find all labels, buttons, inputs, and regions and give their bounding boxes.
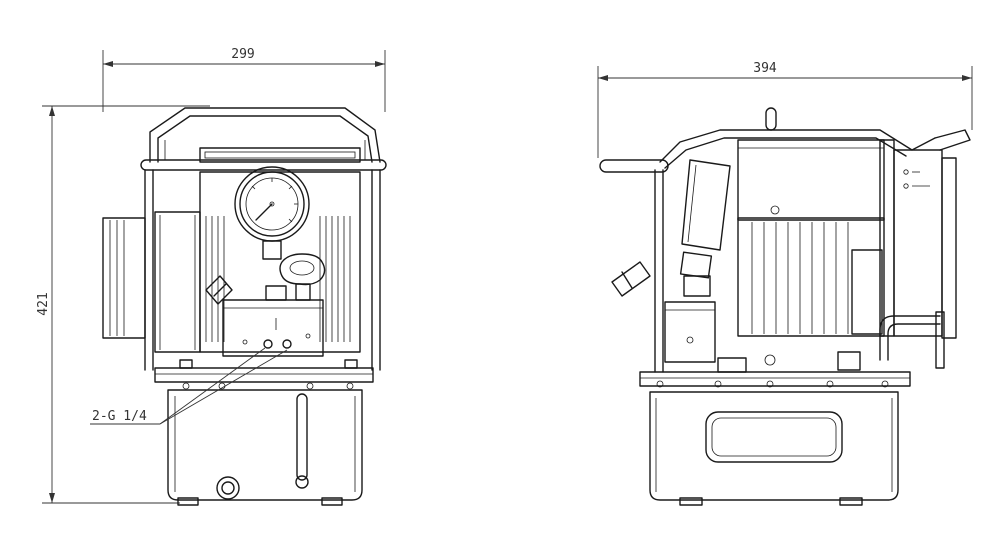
dimension-width-side: 394 — [597, 61, 973, 158]
release-knob-icon — [279, 253, 326, 301]
dimension-label-height-front: 421 — [36, 292, 51, 315]
side-view: 394 — [597, 61, 973, 506]
dimension-width-front: 299 — [102, 47, 386, 112]
pressure-gauge-icon — [234, 166, 310, 260]
indicator-lights — [903, 169, 930, 189]
cooling-fins-front — [205, 216, 351, 342]
port-callout-label: 2-G 1/4 — [92, 409, 147, 424]
port-callout: 2-G 1/4 — [90, 347, 288, 425]
dimension-height-front: 421 — [36, 105, 210, 504]
dimension-label-width-side: 394 — [753, 61, 777, 76]
front-view: 299 421 — [36, 47, 387, 506]
cooling-fins-side — [751, 222, 849, 334]
dimension-label-width-front: 299 — [231, 47, 254, 62]
